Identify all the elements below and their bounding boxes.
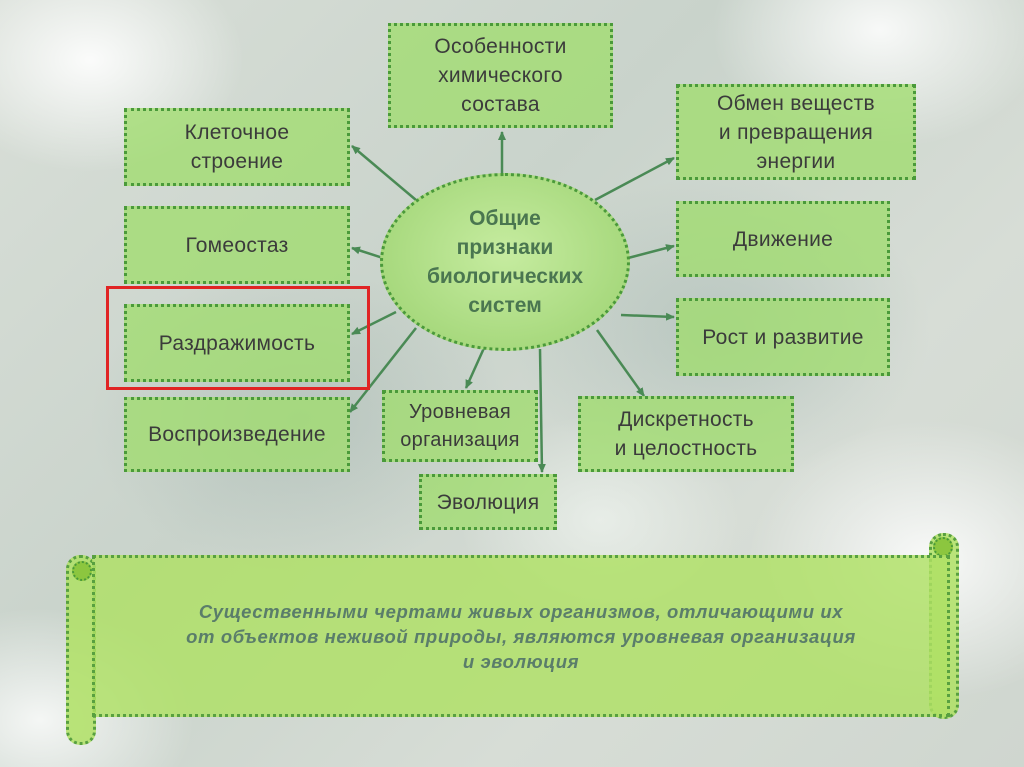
node-line: и целостность xyxy=(614,437,758,460)
node-line: Гомеостаз xyxy=(185,233,289,257)
node-line: Уровневая xyxy=(409,401,511,423)
node-line: Дискретность xyxy=(618,408,754,431)
node-line: Раздражимость xyxy=(158,331,316,355)
node-line: Рост и развитие xyxy=(702,325,864,349)
irritability-highlight-frame xyxy=(106,286,370,390)
conclusion-line: Существенными чертами живых организмов, … xyxy=(198,600,844,622)
center-oval: Общие признаки биологических систем xyxy=(380,173,630,351)
arrow-to-growth xyxy=(620,312,675,321)
center-line: систем xyxy=(468,294,542,317)
arrow-to-metabolism xyxy=(594,156,675,202)
arrow-to-evolution xyxy=(537,348,546,473)
node-chemical-composition: Особенности химического состава xyxy=(388,23,613,128)
node-homeostasis: Гомеостаз xyxy=(124,206,350,284)
node-line: строение xyxy=(190,150,284,173)
node-line: состава xyxy=(461,93,540,116)
arrow-to-discreteness xyxy=(595,329,646,397)
node-metabolism: Обмен веществ и превращения энергии xyxy=(676,84,916,180)
conclusion-scroll: Существенными чертами живых организмов, … xyxy=(66,533,959,745)
node-cellular-structure: Клеточное строение xyxy=(124,108,350,186)
node-line: энергии xyxy=(756,149,836,173)
node-reproduction: Воспроизведение xyxy=(124,397,350,472)
node-movement: Движение xyxy=(676,201,890,277)
node-line: Эволюция xyxy=(436,490,540,514)
node-discreteness: Дискретность и целостность xyxy=(578,396,794,472)
conclusion-line: и эволюция xyxy=(462,650,580,672)
arrow-to-cellular xyxy=(351,145,417,201)
conclusion-panel: Существенными чертами живых организмов, … xyxy=(92,555,950,717)
node-line: химического xyxy=(438,64,563,87)
arrow-to-homeostasis xyxy=(351,246,384,260)
conclusion-line: от объектов неживой природы, являются ур… xyxy=(186,625,856,647)
node-irritability: Раздражимость xyxy=(124,304,350,382)
node-line: Клеточное xyxy=(184,121,290,144)
arrow-to-irritability xyxy=(351,310,397,336)
scroll-curl-bottom xyxy=(66,555,96,745)
node-growth-development: Рост и развитие xyxy=(676,298,890,376)
center-line: Общие xyxy=(469,207,541,230)
center-line: признаки xyxy=(456,236,554,259)
node-level-organization: Уровневая организация xyxy=(382,390,538,462)
node-line: Воспроизведение xyxy=(148,423,326,446)
node-line: Обмен веществ xyxy=(717,91,875,115)
node-line: и превращения xyxy=(718,120,874,144)
arrow-to-reproduction xyxy=(349,327,417,413)
scroll-curl-knob-bottom xyxy=(72,561,92,581)
center-line: биологических xyxy=(426,265,584,288)
node-line: Движение xyxy=(732,227,834,251)
node-evolution: Эволюция xyxy=(419,474,557,530)
arrow-to-level-org xyxy=(464,347,486,389)
scroll-curl-knob-top xyxy=(933,537,953,557)
node-line: организация xyxy=(400,429,520,451)
node-line: Особенности xyxy=(434,35,567,58)
arrow-to-movement xyxy=(627,244,675,260)
